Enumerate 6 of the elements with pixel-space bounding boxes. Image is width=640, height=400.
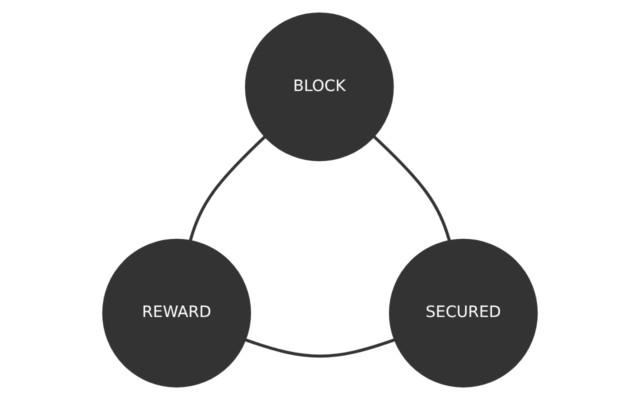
node-circle: REWARD <box>102 238 252 388</box>
node-circle: SECURED <box>388 238 538 388</box>
connector <box>245 338 396 358</box>
connector <box>188 136 266 241</box>
node-circle: BLOCK <box>245 12 394 162</box>
connector <box>373 136 451 241</box>
